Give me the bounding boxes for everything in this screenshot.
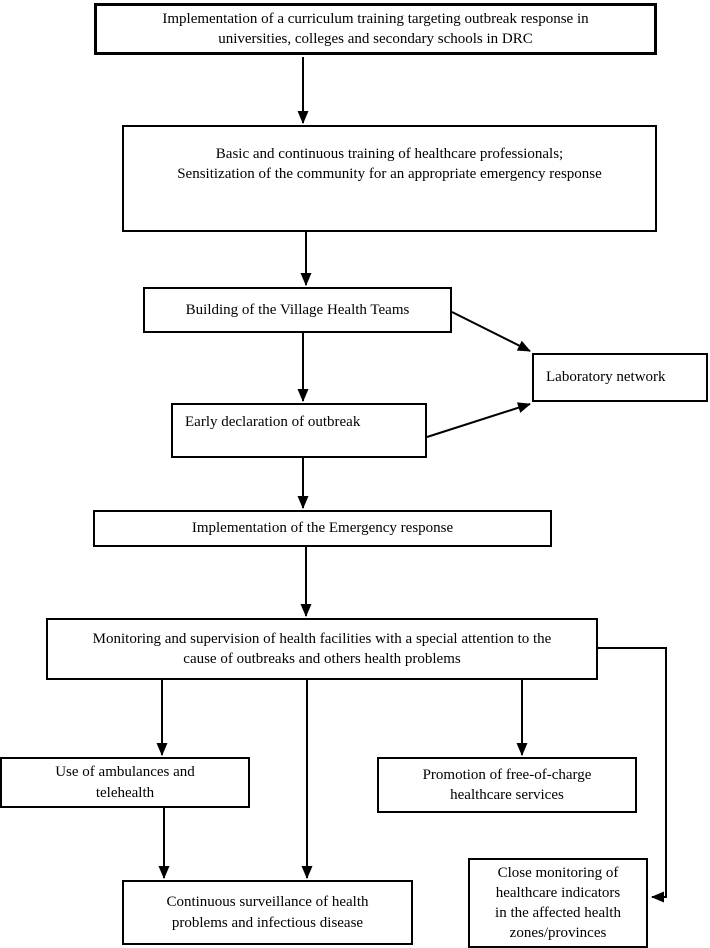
arrow-monitoring-to-close-monitoring [598,647,667,903]
node-monitoring-supervision: Monitoring and supervision of health fac… [46,618,598,680]
node-emergency-response: Implementation of the Emergency response [93,510,552,547]
node-early-declaration: Early declaration of outbreak [171,403,427,458]
arrow-village-teams-to-lab-network [451,311,531,352]
node-free-healthcare-promotion: Promotion of free-of-charge healthcare s… [377,757,637,813]
node-ambulances-telehealth: Use of ambulances and telehealth [0,757,250,808]
node-village-health-teams: Building of the Village Health Teams [143,287,452,333]
node-basic-training-sensitization: Basic and continuous training of healthc… [122,125,657,232]
node-close-monitoring-indicators: Close monitoring of healthcare indicator… [468,858,648,948]
node-continuous-surveillance: Continuous surveillance of health proble… [122,880,413,945]
node-curriculum-training: Implementation of a curriculum training … [94,3,657,55]
node-laboratory-network: Laboratory network [532,353,708,402]
arrow-early-declaration-to-lab-network [426,402,531,438]
